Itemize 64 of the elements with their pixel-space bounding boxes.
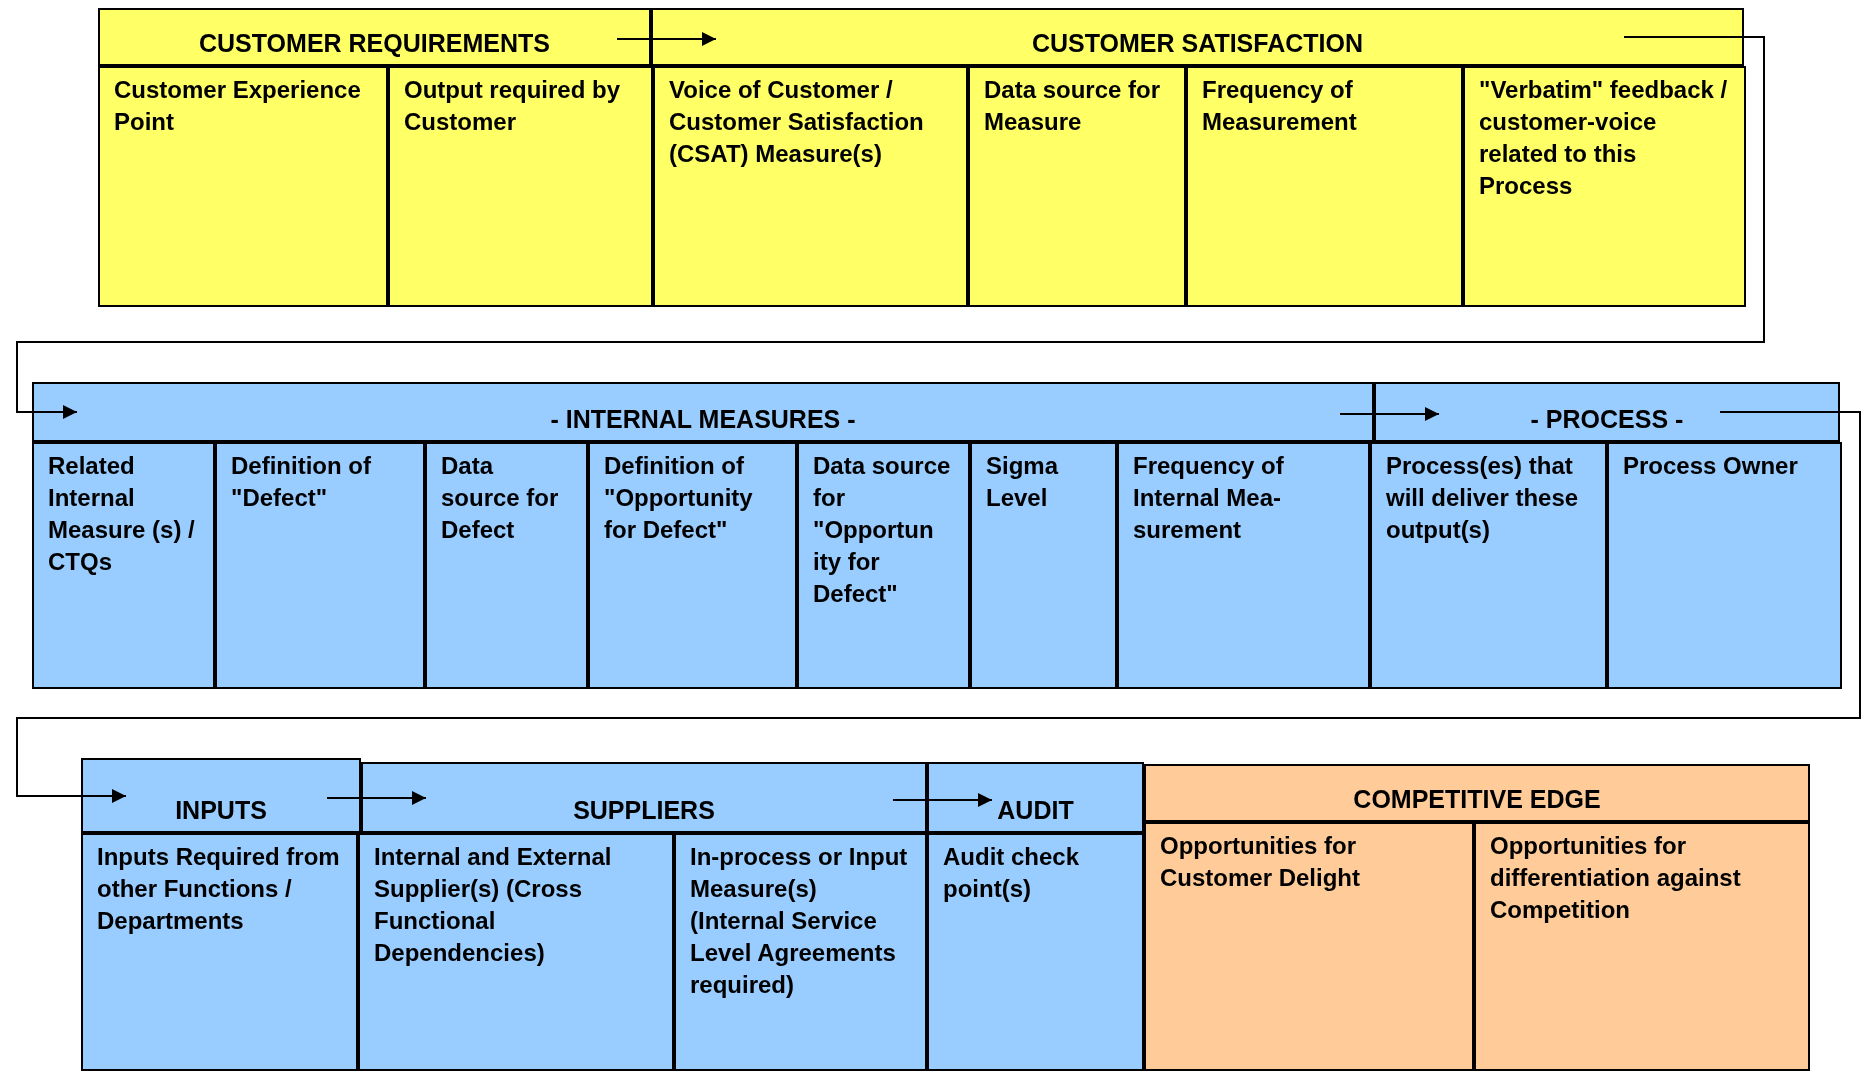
- header-text: CUSTOMER REQUIREMENTS: [199, 29, 550, 58]
- section-header: [927, 762, 1144, 833]
- column-heading: Definition of "Defect": [231, 452, 371, 511]
- table-column-cell: [927, 833, 1144, 1071]
- table-column-cell: [1370, 442, 1607, 689]
- header-text: CUSTOMER SATISFACTION: [1032, 29, 1363, 58]
- header-text: SUPPLIERS: [573, 796, 715, 825]
- column-heading: Process(es) that will deliver these output(s): [1386, 452, 1579, 543]
- table-column-cell: [970, 442, 1117, 689]
- table-column-cell: [1474, 822, 1810, 1071]
- column-heading: Data source for "Opportun ity for Defect": [813, 452, 951, 607]
- arrow: [16, 36, 1765, 419]
- header-text: - PROCESS -: [1530, 405, 1684, 434]
- column-heading: Sigma Level: [986, 452, 1059, 511]
- column-heading: Opportunities for differentiation against Competition: [1490, 832, 1741, 923]
- table-column-cell: [388, 66, 653, 307]
- table-column-cell: [215, 442, 425, 689]
- table-column-cell: [425, 442, 588, 689]
- table-column-cell: [797, 442, 970, 689]
- section-header: [361, 762, 927, 833]
- arrow: [892, 793, 993, 807]
- column-heading: Audit check point(s): [943, 843, 1080, 902]
- column-heading: "Verbatim" feedback / customer-voice related to this Process: [1479, 76, 1728, 199]
- column-heading: Data source for Defect: [441, 452, 559, 543]
- column-heading: Data source for Measure: [984, 76, 1161, 135]
- column-heading: Inputs Required from other Functions / Departments: [97, 843, 340, 934]
- table-column-cell: [98, 66, 388, 307]
- table-column-cell: [1463, 66, 1746, 307]
- table-column-cell: [32, 442, 215, 689]
- column-heading: Opportunities for Customer Delight: [1160, 832, 1360, 891]
- section-header: [651, 8, 1744, 66]
- column-heading: Frequency of Internal Mea- surement: [1133, 452, 1284, 543]
- table-column-cell: [358, 833, 674, 1071]
- table-column-cell: [1186, 66, 1463, 307]
- arrow: [616, 32, 717, 46]
- arrow: [1339, 407, 1440, 421]
- header-text: COMPETITIVE EDGE: [1353, 785, 1601, 814]
- section-header: [1374, 382, 1840, 442]
- arrow: [16, 411, 1861, 803]
- arrow: [326, 791, 427, 805]
- column-heading: Frequency of Measurement: [1202, 76, 1357, 135]
- header-text: AUDIT: [997, 796, 1074, 825]
- table-column-cell: [1117, 442, 1370, 689]
- table-column-cell: [588, 442, 797, 689]
- section-header: [1144, 764, 1810, 822]
- table-column-cell: [968, 66, 1186, 307]
- table-column-cell: [1607, 442, 1842, 689]
- header-text: - INTERNAL MEASURES -: [550, 405, 856, 434]
- table-column-cell: [674, 833, 927, 1071]
- column-heading: Voice of Customer / Customer Satisfaction (CSAT) Measure(s): [669, 76, 924, 167]
- column-heading: Output required by Customer: [404, 76, 620, 135]
- header-text: INPUTS: [175, 796, 267, 825]
- column-heading: Related Internal Measure (s) / CTQs: [48, 452, 195, 575]
- column-heading: In-process or Input Measure(s) (Internal Service Level Agreements required): [690, 843, 908, 998]
- table-column-cell: [81, 833, 358, 1071]
- column-heading: Customer Experience Point: [114, 76, 361, 135]
- column-heading: Internal and External Supplier(s) (Cross Functional Dependencies): [374, 843, 612, 966]
- column-heading: Process Owner: [1623, 452, 1798, 479]
- section-header: [81, 758, 361, 833]
- table-column-cell: [653, 66, 968, 307]
- table-column-cell: [1144, 822, 1474, 1071]
- section-header: [98, 8, 651, 66]
- column-heading: Definition of "Opportunity for Defect": [604, 452, 753, 543]
- section-header: [32, 382, 1374, 442]
